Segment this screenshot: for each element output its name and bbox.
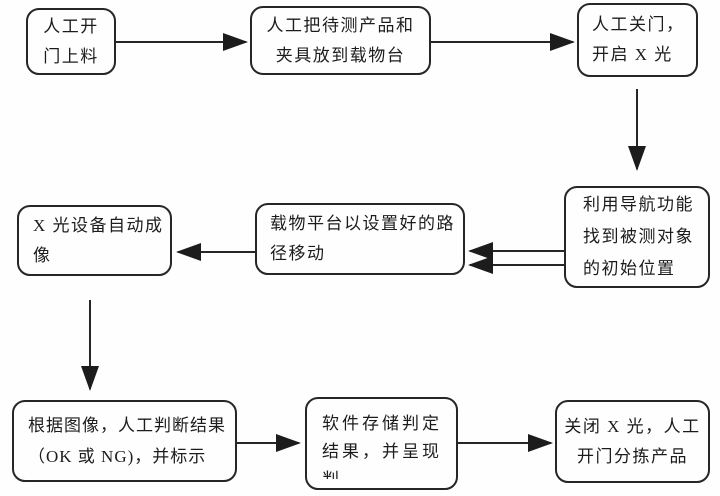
node-place-product-fixture: 人工把待测产品和 夹具放到载物台 — [250, 6, 431, 75]
node-close-xray-sort-product-label: 关闭 X 光，人工 开门分拣产品 — [564, 416, 701, 466]
node-software-store-result-label: 软件存储判定 结果，并呈现判 定结果图 — [322, 414, 442, 479]
node-place-product-fixture-label: 人工把待测产品和 夹具放到载物台 — [266, 15, 415, 65]
node-navigate-initial-position: 利用导航功能 找到被测对象 的初始位置 — [564, 186, 710, 288]
node-xray-auto-imaging: X 光设备自动成 像 — [17, 205, 172, 276]
node-software-store-result: 软件存储判定 结果，并呈现判 定结果图 — [305, 397, 458, 490]
node-stage-move-along-path: 载物平台以设置好的路 径移动 — [255, 203, 465, 275]
node-manual-open-door-load-label: 人工开 门上料 — [43, 16, 99, 66]
node-stage-move-along-path-label: 载物平台以设置好的路 径移动 — [270, 214, 455, 263]
node-manual-judge-result: 根据图像，人工判断结果 （OK 或 NG)，并标示 — [12, 400, 237, 482]
node-xray-auto-imaging-label: X 光设备自动成 像 — [33, 215, 164, 265]
node-navigate-initial-position-label: 利用导航功能 找到被测对象 的初始位置 — [583, 195, 694, 278]
node-close-door-start-xray: 人工关门， 开启 X 光 — [577, 3, 698, 77]
node-manual-judge-result-label: 根据图像，人工判断结果 （OK 或 NG)，并标示 — [28, 416, 226, 466]
node-close-door-start-xray-label: 人工关门， 开启 X 光 — [592, 15, 685, 64]
node-close-xray-sort-product: 关闭 X 光，人工 开门分拣产品 — [555, 400, 710, 483]
node-manual-open-door-load: 人工开 门上料 — [26, 8, 116, 75]
